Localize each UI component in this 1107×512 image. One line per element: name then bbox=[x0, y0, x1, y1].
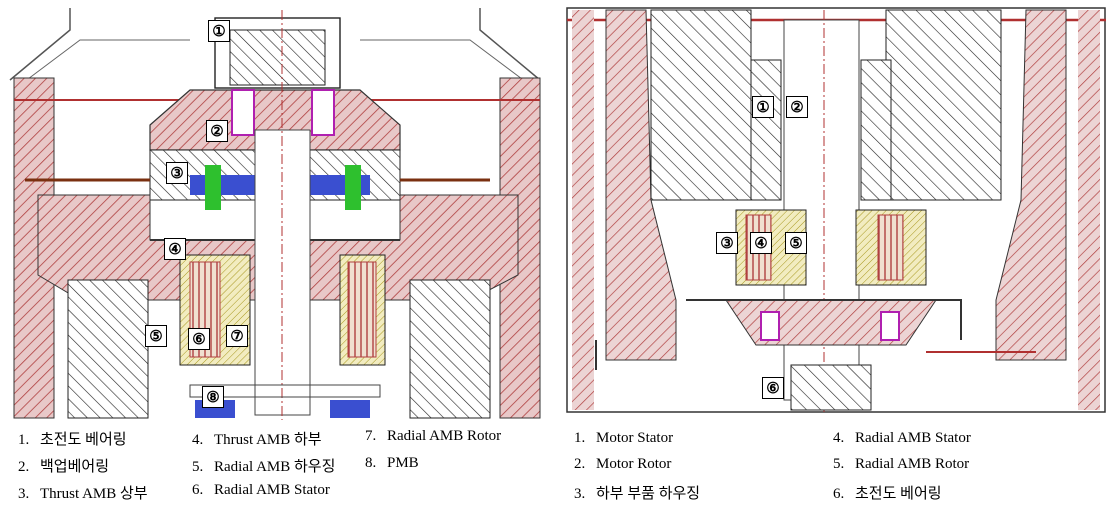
legend-item-2: 2.백업베어링 bbox=[18, 459, 110, 475]
legend-item-6: 6.Radial AMB Stator bbox=[192, 482, 330, 498]
callout-2: ② bbox=[786, 96, 808, 118]
legend-item-7: 7.Radial AMB Rotor bbox=[365, 428, 502, 444]
callout-8: ⑧ bbox=[202, 386, 224, 408]
legend-item-1: 1.초전도 베어링 bbox=[18, 432, 127, 448]
callout-6: ⑥ bbox=[188, 328, 210, 350]
legend-item-4: 4.Thrust AMB 하부 bbox=[192, 432, 322, 448]
left-cross-section-drawing bbox=[9, 8, 541, 420]
legend-item-5: 5.Radial AMB Rotor bbox=[833, 456, 970, 472]
right-cross-section-panel: ① ② ③ ④ ⑤ ⑥ 1.Motor Stator 2.Motor Rotor… bbox=[566, 0, 1107, 512]
legend-item-2: 2.Motor Rotor bbox=[574, 456, 672, 472]
callout-4: ④ bbox=[164, 238, 186, 260]
right-cross-section-drawing bbox=[566, 7, 1106, 413]
callout-3: ③ bbox=[166, 162, 188, 184]
legend-item-3: 3.하부 부품 하우징 bbox=[574, 486, 701, 502]
legend-item-5: 5.Radial AMB 하우징 bbox=[192, 459, 336, 475]
callout-3: ③ bbox=[716, 232, 738, 254]
legend-item-6: 6.초전도 베어링 bbox=[833, 486, 942, 502]
callout-4: ④ bbox=[750, 232, 772, 254]
callout-1: ① bbox=[208, 20, 230, 42]
callout-1: ① bbox=[752, 96, 774, 118]
legend-item-4: 4.Radial AMB Stator bbox=[833, 430, 971, 446]
callout-2: ② bbox=[206, 120, 228, 142]
callout-5: ⑤ bbox=[145, 325, 167, 347]
callout-5: ⑤ bbox=[785, 232, 807, 254]
callout-6: ⑥ bbox=[762, 377, 784, 399]
left-cross-section-panel: ① ② ③ ④ ⑤ ⑥ ⑦ ⑧ 1.초전도 베어링 2.백업베어링 3.Thru… bbox=[9, 8, 541, 502]
legend-item-1: 1.Motor Stator bbox=[574, 430, 674, 446]
callout-7: ⑦ bbox=[226, 325, 248, 347]
legend-item-8: 8.PMB bbox=[365, 455, 419, 471]
legend-item-3: 3.Thrust AMB 상부 bbox=[18, 486, 148, 502]
